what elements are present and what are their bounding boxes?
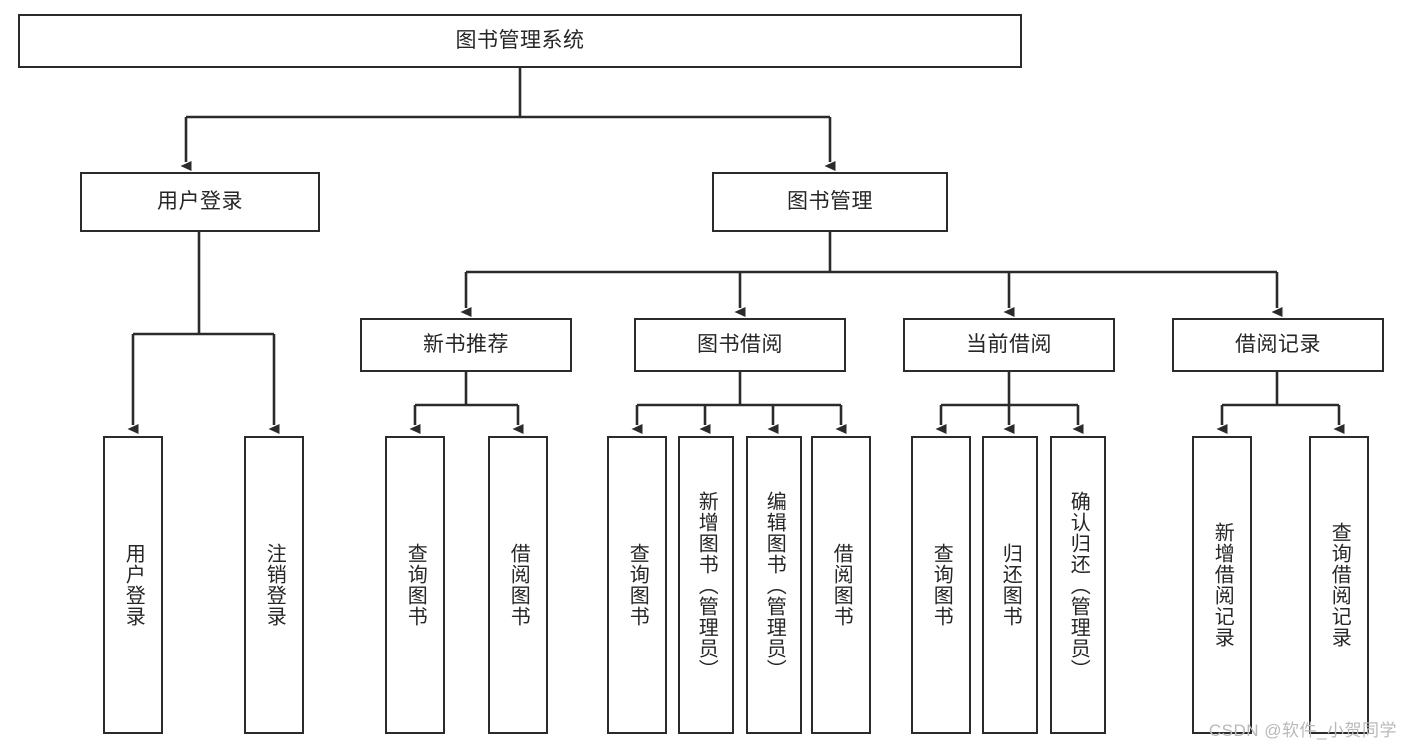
node-root[interactable]: 图书管理系统 [18,14,1022,68]
leaf-query-book-3[interactable]: 查询图书 [911,436,971,734]
leaf-logout-label: 注销登录 [263,543,286,627]
node-root-label: 图书管理系统 [455,29,585,53]
leaf-return-book-label: 归还图书 [999,543,1022,627]
node-current-borrow[interactable]: 当前借阅 [903,318,1115,372]
leaf-borrow-book-2-label: 借阅图书 [830,543,853,627]
leaf-borrow-book-2[interactable]: 借阅图书 [811,436,871,734]
leaf-query-record[interactable]: 查询借阅记录 [1309,436,1369,734]
node-new-book-rec-label: 新书推荐 [423,333,509,357]
node-book-manage-label: 图书管理 [787,190,873,214]
leaf-query-book-3-label: 查询图书 [930,543,953,627]
node-new-book-rec[interactable]: 新书推荐 [360,318,572,372]
leaf-edit-book-label: 编辑图书（管理员） [763,490,786,680]
leaf-borrow-book-1[interactable]: 借阅图书 [488,436,548,734]
node-book-borrow-label: 图书借阅 [697,333,783,357]
leaf-add-record[interactable]: 新增借阅记录 [1192,436,1252,734]
leaf-confirm-return-label: 确认归还（管理员） [1067,490,1090,680]
leaf-add-record-label: 新增借阅记录 [1211,522,1234,648]
leaf-confirm-return[interactable]: 确认归还（管理员） [1050,436,1106,734]
leaf-logout[interactable]: 注销登录 [244,436,304,734]
node-user-login[interactable]: 用户登录 [80,172,320,232]
leaf-query-book-1-label: 查询图书 [404,543,427,627]
node-book-borrow[interactable]: 图书借阅 [634,318,846,372]
leaf-user-login[interactable]: 用户登录 [103,436,163,734]
leaf-query-book-2[interactable]: 查询图书 [607,436,667,734]
watermark-text: CSDN @软件_小贺同学 [1208,721,1397,740]
node-current-borrow-label: 当前借阅 [966,333,1052,357]
leaf-add-book[interactable]: 新增图书（管理员） [678,436,734,734]
leaf-query-record-label: 查询借阅记录 [1328,522,1351,648]
node-user-login-label: 用户登录 [157,190,243,214]
leaf-borrow-book-1-label: 借阅图书 [507,543,530,627]
leaf-edit-book[interactable]: 编辑图书（管理员） [746,436,802,734]
leaf-query-book-2-label: 查询图书 [626,543,649,627]
leaf-return-book[interactable]: 归还图书 [982,436,1038,734]
leaf-user-login-label: 用户登录 [122,543,145,627]
leaf-query-book-1[interactable]: 查询图书 [385,436,445,734]
node-borrow-record-label: 借阅记录 [1235,333,1321,357]
node-book-manage[interactable]: 图书管理 [712,172,948,232]
node-borrow-record[interactable]: 借阅记录 [1172,318,1384,372]
leaf-add-book-label: 新增图书（管理员） [695,490,718,680]
